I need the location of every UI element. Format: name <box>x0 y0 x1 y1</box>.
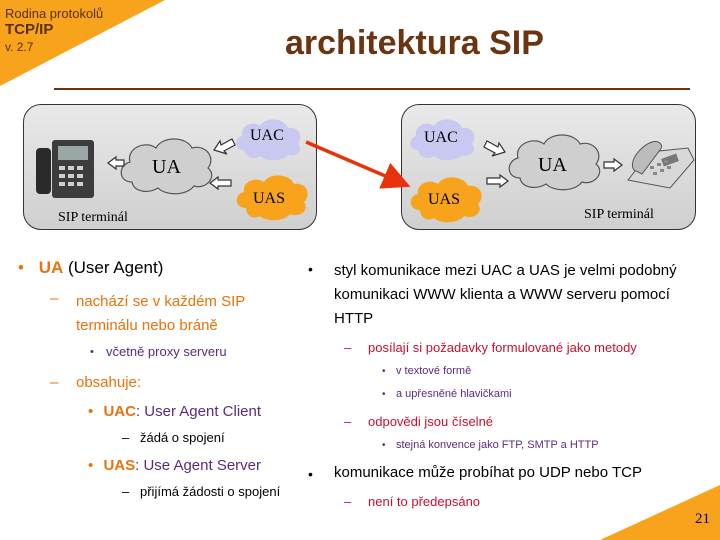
slide-number: 21 <box>695 511 710 527</box>
proxy-note: včetně proxy serveru <box>106 344 227 359</box>
corner-decoration-bottom <box>600 485 720 540</box>
text-form-note: v textové formě <box>396 365 472 377</box>
uac-sub-text: žádá o spojení <box>140 430 225 445</box>
ua-cloud-right <box>508 134 601 191</box>
phone-icon-left <box>36 140 94 198</box>
ua-cloud-left <box>120 138 213 195</box>
ua-term: UA <box>38 258 64 277</box>
ua-label-right: UA <box>538 154 567 176</box>
request-arrow <box>305 140 411 189</box>
terminal-caption-right: SIP terminál <box>584 207 654 222</box>
uac-cloud-left <box>236 119 301 161</box>
uac-label-left: UAC <box>250 127 284 144</box>
terminal-caption-left: SIP terminál <box>58 210 128 225</box>
uas-label-left: UAS <box>253 190 286 207</box>
uas-term: UAS <box>103 457 136 474</box>
protocol-label: TCP/IP <box>5 21 54 38</box>
uas-cloud-right <box>410 177 482 223</box>
left-white-arrows <box>107 138 236 191</box>
uac-desc: : User Agent Client <box>135 403 261 420</box>
phone-icon-right <box>627 141 695 189</box>
headers-note: a upřesněné hlavičkami <box>396 388 512 400</box>
convention-note: stejná konvence jako FTP, SMTP a HTTP <box>396 439 599 451</box>
uac-term: UAC <box>103 403 136 420</box>
corner-decoration-top <box>0 0 165 86</box>
right-white-arrows <box>483 140 623 189</box>
course-label: Rodina protokolů <box>5 6 104 21</box>
ua-location-text: nachází se v každém SIP terminálu nebo b… <box>76 293 245 334</box>
bullet-uas: • UAS: Use Agent Server <box>88 457 262 474</box>
uac-label-right: UAC <box>424 129 458 146</box>
uas-sub-text: přijímá žádosti o spojení <box>140 484 281 499</box>
ua-desc: (User Agent) <box>63 258 164 277</box>
uac-cloud-right <box>410 119 475 161</box>
comm-style-text: styl komunikace mezi UAC a UAS je velmi … <box>334 262 677 327</box>
uas-desc: : Use Agent Server <box>135 457 262 474</box>
page-title: architektura SIP <box>285 24 544 62</box>
bullet-uac: • UAC: User Agent Client <box>88 403 261 420</box>
responses-text: odpovědi jsou číselné <box>368 414 494 429</box>
uas-label-right: UAS <box>428 191 461 208</box>
not-prescribed-text: není to předepsáno <box>368 494 481 509</box>
transport-text: komunikace může probíhat po UDP nebo TCP <box>334 464 642 481</box>
uas-cloud-left <box>236 175 308 221</box>
requests-text: posílají si požadavky formulované jako m… <box>368 340 637 355</box>
ua-label-left: UA <box>152 156 181 178</box>
contains-label: obsahuje: <box>76 374 142 391</box>
version-label: v. 2.7 <box>5 40 34 54</box>
title-divider <box>54 88 690 90</box>
bullet-ua: • UA (User Agent) <box>18 258 164 277</box>
